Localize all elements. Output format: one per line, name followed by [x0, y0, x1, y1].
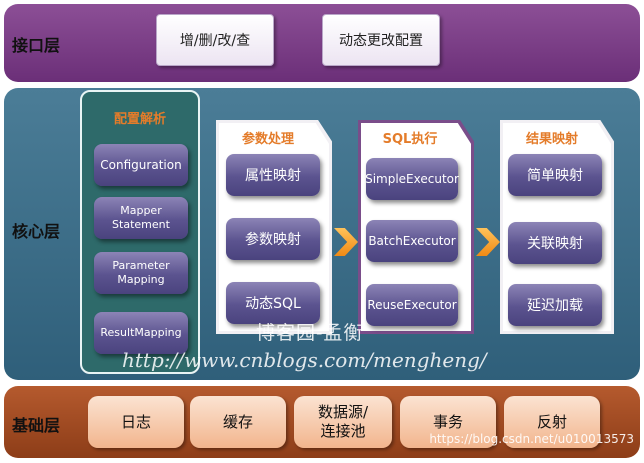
config-panel-title: 配置解析: [113, 112, 166, 127]
watermark-cnblogs-author: 博客园-孟衡: [256, 322, 364, 344]
dynamic-config-button[interactable]: 动态更改配置: [322, 14, 440, 66]
reuse-executor-box[interactable]: ReuseExecutor: [366, 284, 458, 326]
simple-mapping-box[interactable]: 简单映射: [508, 154, 602, 196]
sql-panel-title: SQL执行: [382, 132, 438, 147]
result-panel-title: 结果映射: [525, 132, 578, 147]
watermark-cnblogs-url: http://www.cnblogs.com/mengheng/: [122, 348, 487, 372]
param-mapping-box[interactable]: 参数映射: [226, 218, 320, 260]
batch-executor-box[interactable]: BatchExecutor: [366, 220, 458, 262]
result-mapping-box[interactable]: ResultMapping: [94, 312, 188, 354]
association-mapping-box[interactable]: 关联映射: [508, 222, 602, 264]
logging-button[interactable]: 日志: [88, 396, 184, 448]
mapper-statement-box[interactable]: Mapper Statement: [94, 197, 188, 239]
configuration-box[interactable]: Configuration: [94, 144, 188, 186]
simple-executor-box[interactable]: SimpleExecutor: [365, 158, 459, 200]
transaction-button[interactable]: 事务: [400, 396, 496, 448]
cache-button[interactable]: 缓存: [190, 396, 286, 448]
lazy-loading-box[interactable]: 延迟加载: [508, 284, 602, 326]
reflection-button[interactable]: 反射: [504, 396, 600, 448]
watermark-csdn: https://blog.csdn.net/u010013573: [429, 432, 634, 446]
interface-layer-title: 接口层: [12, 36, 61, 55]
datasource-button[interactable]: 数据源/ 连接池: [294, 396, 392, 448]
crud-button[interactable]: 增/删/改/查: [156, 14, 274, 66]
param-panel-title: 参数处理: [241, 132, 294, 147]
dynamic-sql-box[interactable]: 动态SQL: [226, 282, 320, 324]
base-layer-title: 基础层: [12, 416, 61, 435]
core-layer-title: 核心层: [12, 222, 61, 241]
property-mapping-box[interactable]: 属性映射: [226, 154, 320, 196]
parameter-mapping-box[interactable]: Parameter Mapping: [94, 252, 188, 294]
